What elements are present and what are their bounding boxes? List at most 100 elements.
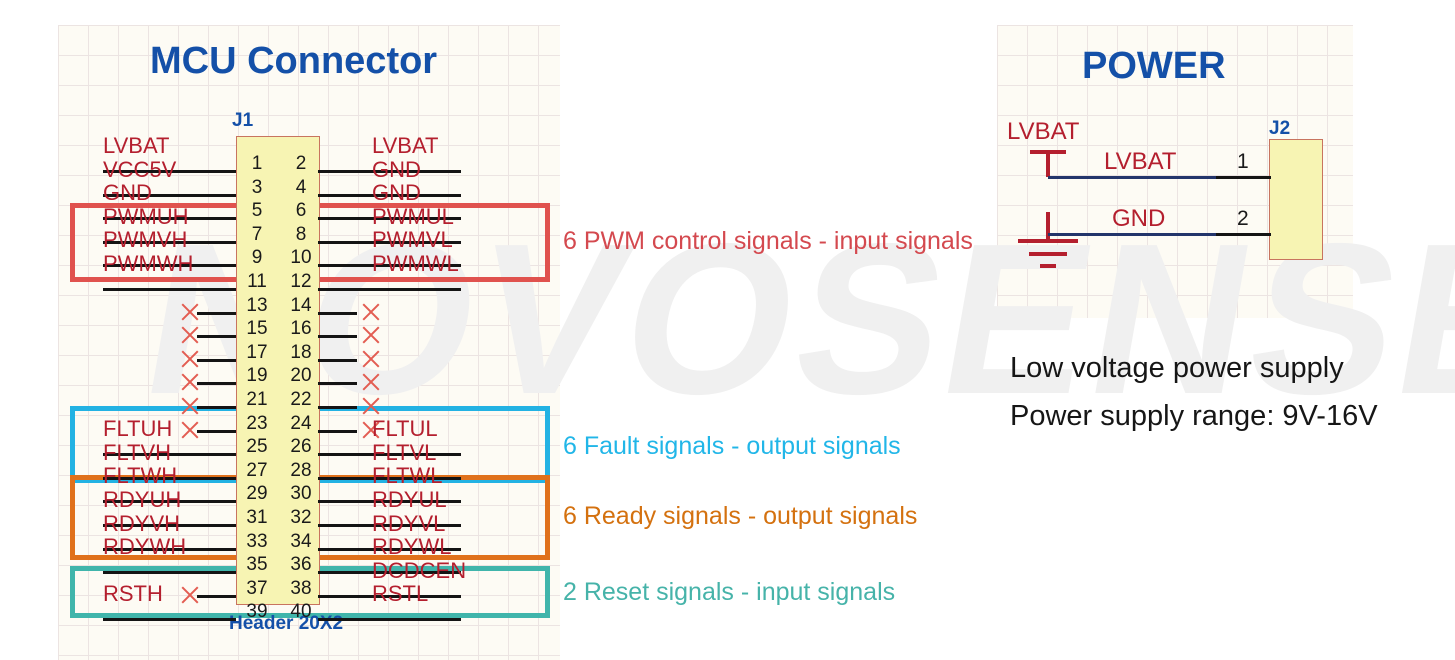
pin-number-1: 1	[251, 153, 263, 174]
net-label-rdyuh: RDYUH	[103, 487, 182, 512]
pin-number-21: 21	[246, 389, 268, 410]
pin-number-6: 6	[295, 200, 307, 222]
wire-right-pin-6	[318, 217, 461, 221]
wire-gnd-black	[1216, 233, 1271, 236]
no-connect-x-icon-pin-23	[179, 419, 201, 441]
wire-left-pin-35	[103, 571, 236, 575]
pin-number-3: 3	[251, 176, 263, 198]
pin-number-13: 13	[246, 294, 268, 316]
wire-right-pin-8	[318, 240, 461, 244]
wire-left-pin-23	[197, 429, 236, 433]
pin-number-8: 8	[295, 223, 307, 245]
pin-number-35: 35	[246, 554, 268, 576]
refdes-j1: J1	[232, 110, 254, 131]
pin-number-39: 39	[246, 601, 268, 623]
net-label-gnd: GND	[1112, 205, 1166, 232]
pin-number-4: 4	[295, 176, 307, 198]
wire-right-pin-34	[318, 547, 461, 551]
net-label-vcc5v: VCC5V	[103, 156, 177, 182]
net-label-gnd: GND	[372, 180, 421, 206]
wire-left-pin-3	[103, 193, 236, 197]
connector-j1-body[interactable]	[236, 136, 320, 605]
pin-number-17: 17	[246, 341, 268, 363]
net-label-pwmwh: PWMWH	[103, 251, 194, 276]
wire-left-pin-13	[197, 311, 236, 315]
no-connect-x-icon-pin-18	[360, 348, 382, 370]
pin-number-31: 31	[246, 507, 268, 528]
wire-left-pin-39	[103, 618, 236, 622]
ground-symbol-stem-icon	[1046, 212, 1050, 240]
pin-number-26: 26	[290, 436, 312, 458]
no-connect-x-icon-pin-16	[360, 324, 382, 346]
wire-right-pin-30	[318, 500, 461, 504]
wire-right-pin-18	[318, 358, 357, 362]
wire-right-pin-22	[318, 406, 357, 409]
ground-symbol-bar1-icon	[1018, 239, 1078, 243]
net-label-rstl: RSTL	[372, 581, 429, 607]
net-label-rdyvh: RDYVH	[103, 510, 181, 536]
wire-right-pin-38	[318, 594, 461, 598]
no-connect-x-icon-pin-17	[179, 348, 201, 370]
no-connect-x-icon-pin-13	[179, 301, 201, 323]
annotation-fault: 6 Fault signals - output signals	[563, 432, 901, 460]
net-label-fltuh: FLTUH	[103, 416, 173, 442]
net-label-rdywl: RDYWL	[372, 534, 452, 560]
wire-left-pin-9	[103, 264, 236, 268]
wire-gnd-blue	[1048, 233, 1218, 236]
wire-left-pin-17	[197, 358, 236, 362]
pin-number-22: 22	[290, 389, 312, 410]
wire-left-pin-19	[197, 382, 236, 386]
wire-left-pin-21	[197, 406, 236, 409]
pin-number-37: 37	[246, 577, 268, 599]
pin-number-24: 24	[290, 412, 312, 434]
annotation-reset: 2 Reset signals - input signals	[563, 578, 896, 606]
caption-low-voltage-supply: Low voltage power supply	[1010, 352, 1344, 384]
wire-left-pin-37	[197, 594, 236, 598]
annotation-pwm: 6 PWM control signals - input signals	[563, 227, 973, 255]
wire-right-pin-4	[318, 193, 461, 197]
wire-right-pin-10	[318, 264, 461, 268]
pin-number-23: 23	[246, 412, 268, 434]
footprint-label: Header 20X2	[229, 613, 344, 634]
net-label-rdywh: RDYWH	[103, 534, 187, 560]
pin-number-34: 34	[290, 530, 312, 552]
wire-left-pin-5	[103, 217, 236, 221]
net-label-fltvl: FLTVL	[372, 439, 437, 465]
refdes-j2: J2	[1269, 118, 1291, 139]
wire-right-pin-24	[318, 429, 357, 433]
power-port-label-lvbat: LVBAT	[1007, 118, 1080, 145]
pin-number-29: 29	[246, 483, 268, 505]
pin-number-33: 33	[246, 530, 268, 552]
pin-number-12: 12	[290, 271, 312, 292]
caption-supply-range: Power supply range: 9V-16V	[1010, 400, 1378, 432]
wire-left-pin-7	[103, 240, 236, 244]
no-connect-x-icon-pin-14	[360, 301, 382, 323]
pin-number-36: 36	[290, 554, 312, 576]
net-label-dcdcen: DCDCEN	[372, 557, 467, 583]
pin-number-1: 1	[1237, 150, 1249, 173]
no-connect-x-icon-pin-20	[360, 371, 382, 393]
net-label-pwmwl: PWMWL	[372, 251, 459, 276]
pin-number-5: 5	[251, 200, 263, 222]
net-label-pwmuh: PWMUH	[103, 203, 189, 229]
pin-number-19: 19	[246, 365, 268, 387]
pin-number-16: 16	[290, 318, 312, 340]
ground-symbol-bar2-icon	[1029, 252, 1067, 256]
wire-right-pin-20	[318, 382, 357, 386]
ground-symbol-bar3-icon	[1040, 264, 1056, 268]
net-label-rdyvl: RDYVL	[372, 510, 446, 536]
wire-right-pin-2	[318, 170, 461, 173]
wire-right-pin-40	[318, 618, 461, 622]
pin-number-32: 32	[290, 507, 312, 528]
pin-number-10: 10	[290, 247, 312, 269]
pin-number-20: 20	[290, 365, 312, 387]
pin-number-11: 11	[247, 271, 267, 292]
page-title-power: POWER	[1082, 45, 1226, 87]
wire-left-pin-1	[103, 170, 236, 173]
page-title-mcu-connector: MCU Connector	[150, 40, 438, 82]
pin-number-27: 27	[246, 459, 268, 481]
no-connect-x-icon-pin-21	[179, 395, 201, 417]
connector-j2-body[interactable]	[1269, 139, 1323, 260]
wire-left-pin-31	[103, 524, 236, 527]
